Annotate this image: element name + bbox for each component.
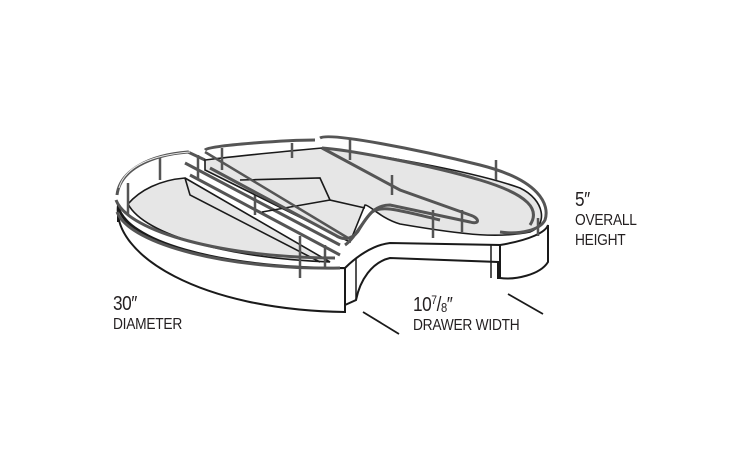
drawer-width-leader-right: [507, 293, 544, 315]
overall-height-value: 5″: [575, 189, 590, 211]
overall-height-caption-line1: OVERALL: [575, 212, 637, 229]
drawer-width-label: 107/8″ DRAWER WIDTH: [413, 293, 520, 334]
diameter-value: 30″: [113, 293, 137, 315]
drawer-width-caption: DRAWER WIDTH: [413, 317, 520, 334]
right-basket: [203, 135, 549, 307]
overall-height-caption-line2: HEIGHT: [575, 232, 626, 249]
drawer-width-leader-left: [362, 311, 400, 335]
diameter-caption: DIAMETER: [113, 316, 183, 333]
left-basket: [114, 150, 346, 314]
right-basket-base: [344, 241, 501, 307]
overall-height-label: 5″ OVERALL HEIGHT: [575, 190, 637, 249]
drawer-width-value: 107/8″: [413, 293, 453, 316]
diameter-label: 30″ DIAMETER: [113, 294, 182, 333]
